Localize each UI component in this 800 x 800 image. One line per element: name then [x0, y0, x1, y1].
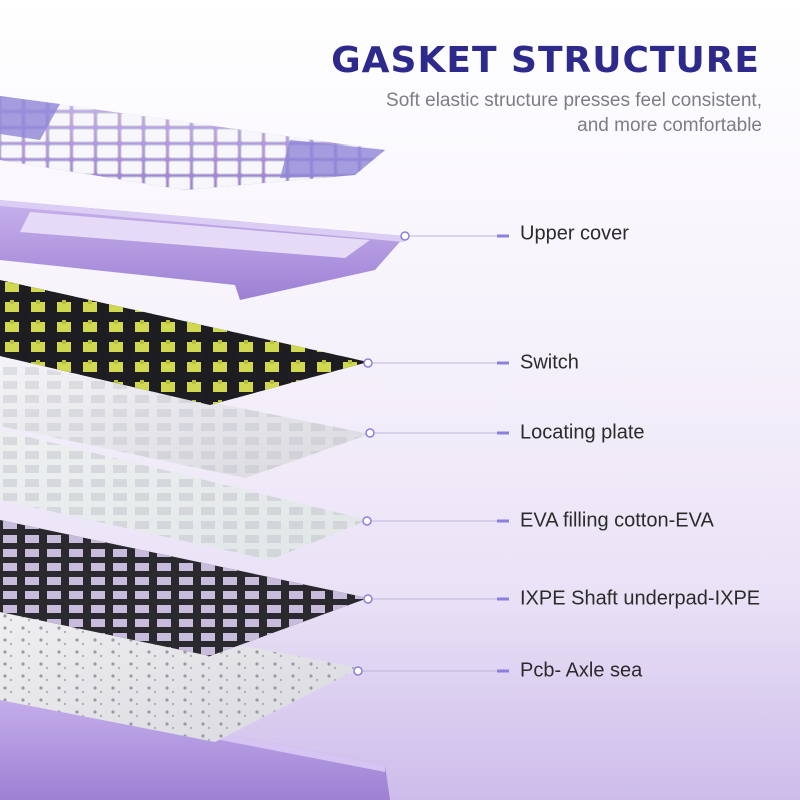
callout-tick-locating-plate — [497, 431, 509, 435]
callout-dot-ixpe-underpad — [363, 594, 373, 604]
callout-tick-switch — [497, 361, 509, 365]
upper-cover-layer — [0, 200, 405, 300]
label-pcb: Pcb- Axle sea — [520, 659, 643, 682]
callout-tick-eva-filling — [497, 519, 509, 523]
callout-tick-ixpe-underpad — [497, 597, 509, 601]
eva-filling-layer — [0, 430, 368, 560]
keycap-layer — [0, 96, 385, 190]
callout-tick-pcb — [497, 669, 509, 673]
callout-dot-pcb — [353, 666, 363, 676]
page-title: GASKET STRUCTURE — [331, 40, 760, 81]
locating-plate-layer — [0, 360, 370, 478]
label-eva-filling: EVA filling cotton-EVA — [520, 509, 714, 532]
label-ixpe-underpad: IXPE Shaft underpad-IXPE — [520, 587, 761, 610]
callout-dot-switch — [363, 358, 373, 368]
callout-dot-upper-cover — [400, 231, 410, 241]
callout-dot-eva-filling — [362, 516, 372, 526]
callout-tick-upper-cover — [497, 234, 509, 238]
label-locating-plate: Locating plate — [520, 421, 645, 444]
label-switch: Switch — [520, 351, 579, 374]
callout-lines — [353, 231, 509, 676]
pcb-layer — [0, 600, 360, 742]
ixpe-underpad-layer — [0, 520, 368, 656]
switch-layer — [0, 280, 368, 405]
page-subtitle: Soft elastic structure presses feel cons… — [386, 90, 762, 136]
callout-dot-locating-plate — [365, 428, 375, 438]
label-upper-cover: Upper cover — [520, 222, 629, 245]
